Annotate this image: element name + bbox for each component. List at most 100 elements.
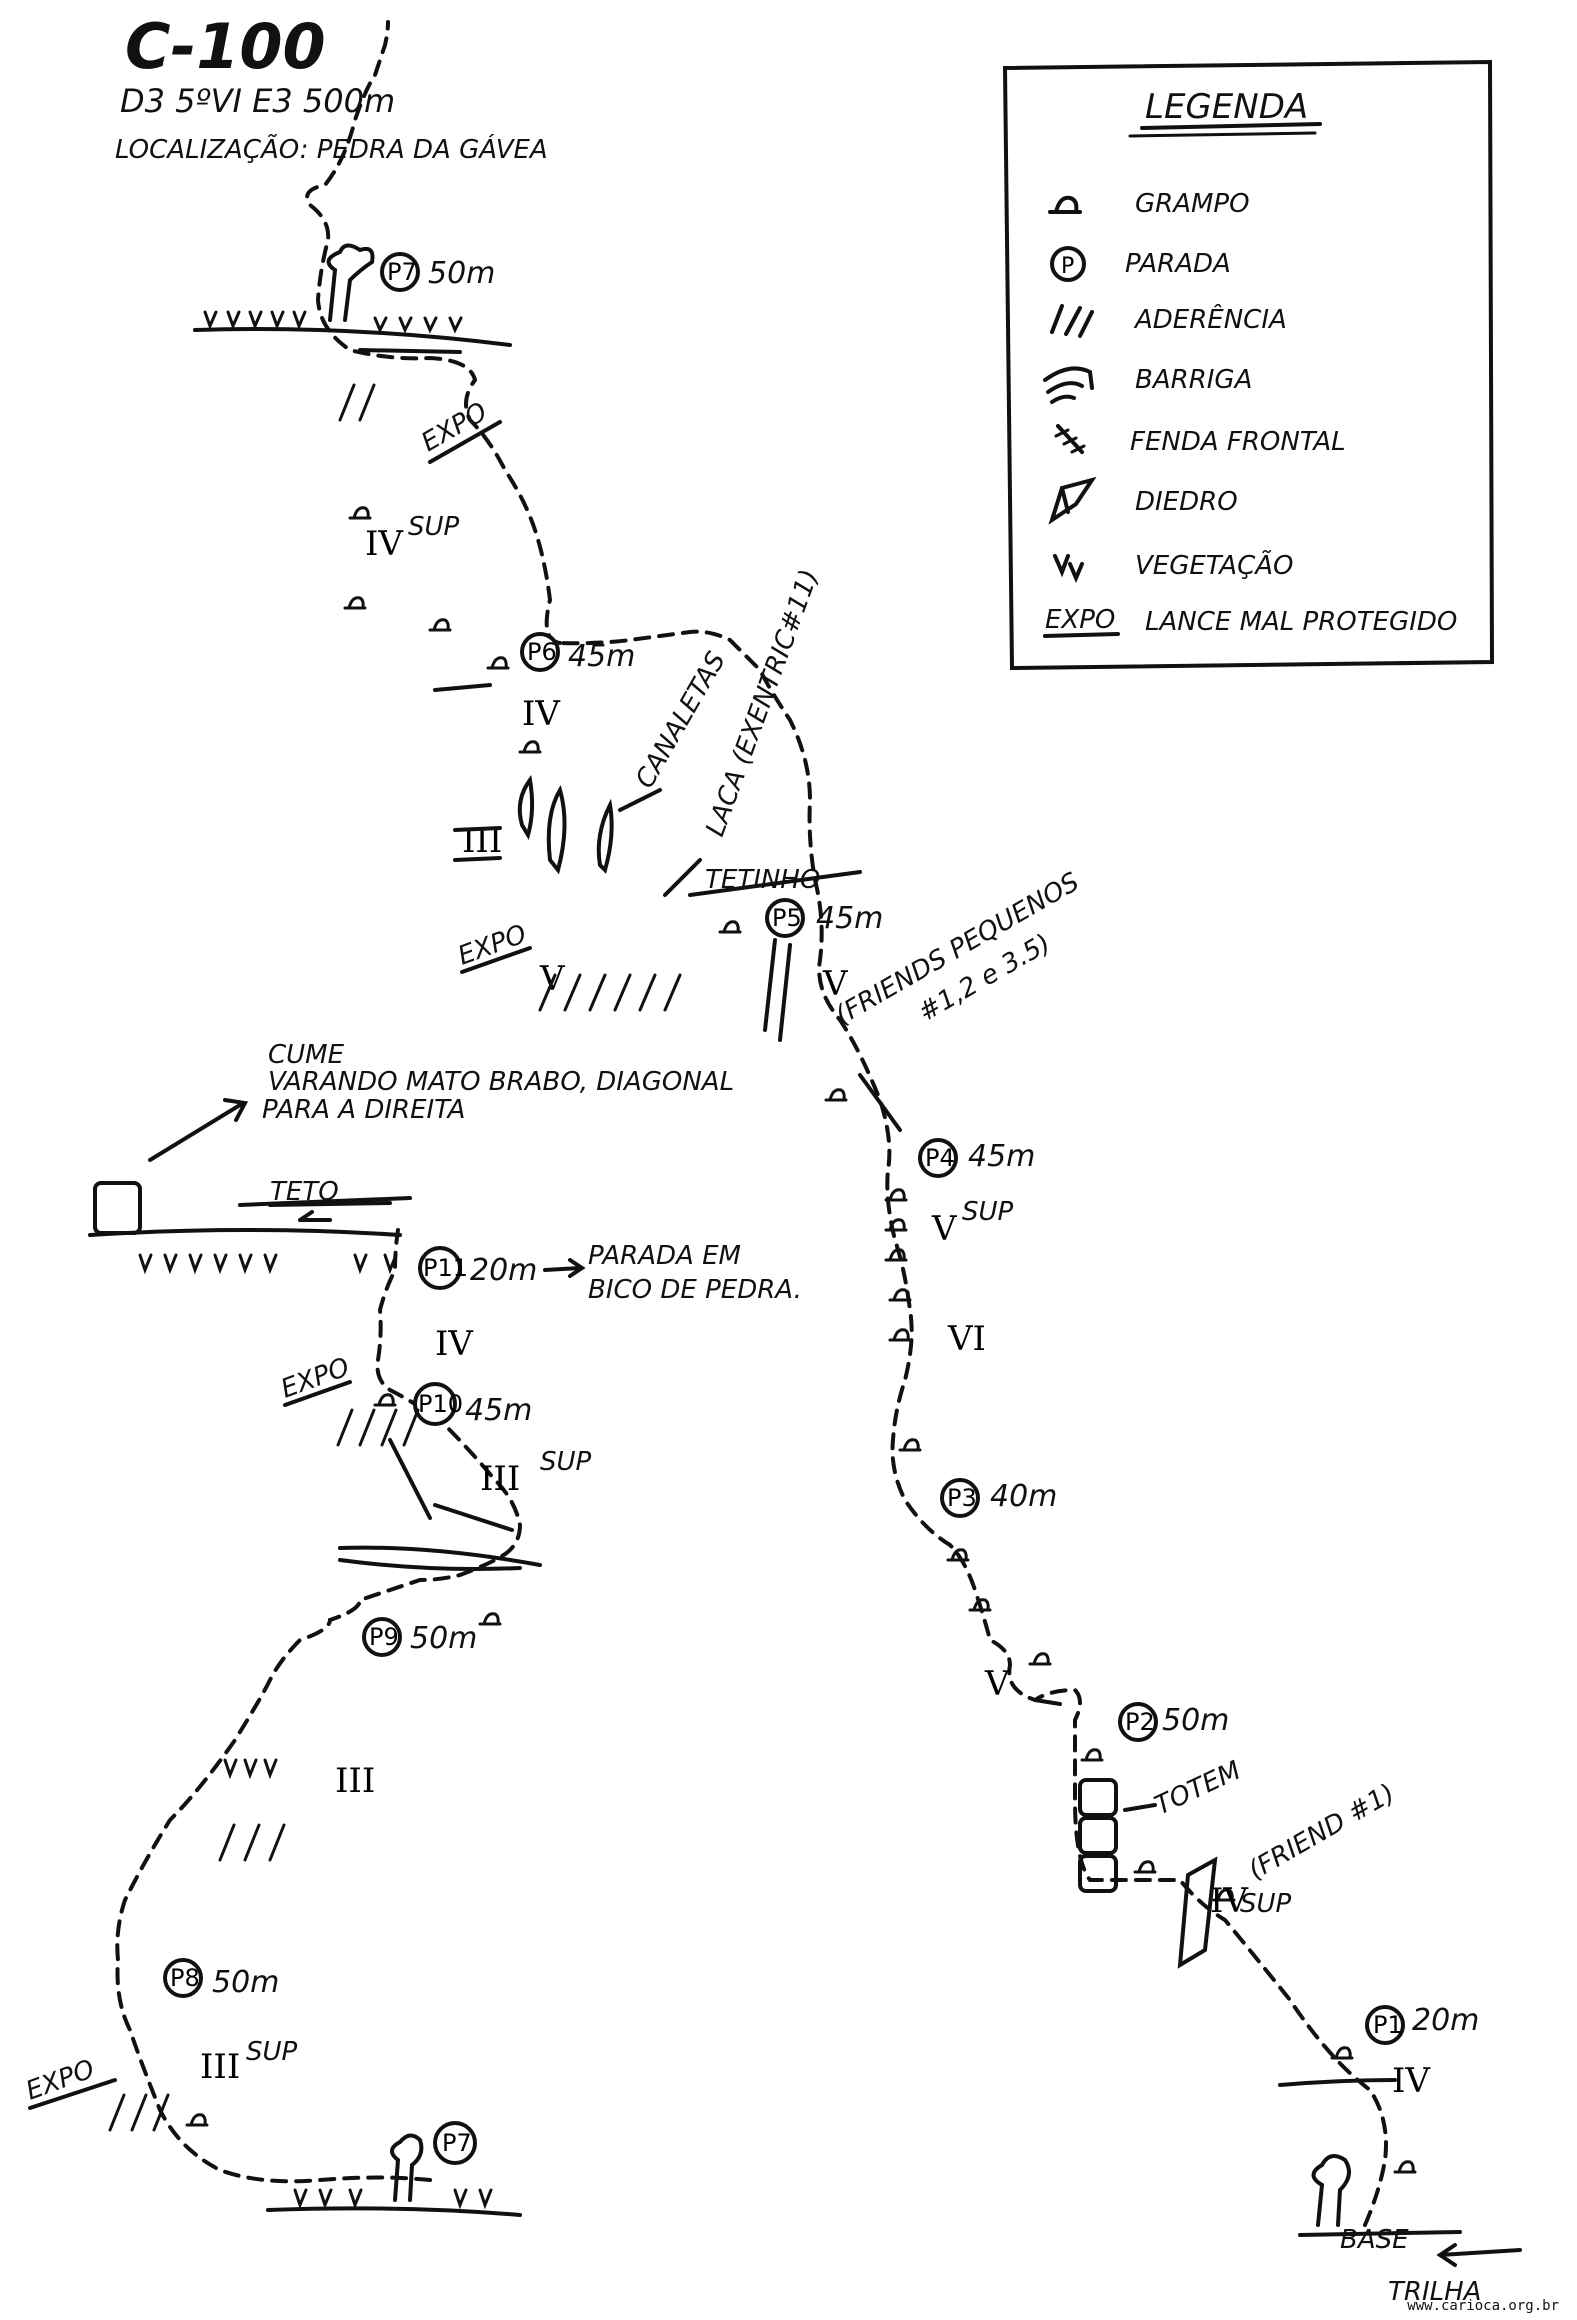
grade-p4-suffix: SUP bbox=[962, 1197, 1014, 1227]
dihedral-icon bbox=[1048, 476, 1097, 525]
station-p3: P3 40m bbox=[940, 1478, 1057, 1518]
top-ledge-notch bbox=[358, 348, 462, 354]
annotation-cume-2: VARANDO MATO BRABO, DIAGONAL bbox=[268, 1067, 734, 1097]
expo-p8: EXPO bbox=[22, 2054, 117, 2110]
station-p7-bottom: P7 bbox=[433, 2121, 477, 2165]
svg-text:P6: P6 bbox=[527, 638, 557, 666]
legend-frame bbox=[1002, 59, 1495, 671]
grade-p6: IV bbox=[522, 694, 561, 734]
legend-label-grampo: GRAMPO bbox=[1135, 189, 1250, 219]
grade-top1: IV bbox=[365, 524, 404, 564]
svg-text:50m: 50m bbox=[212, 1965, 279, 2000]
crack-p5 bbox=[763, 938, 792, 1042]
legend-label-parada: PARADA bbox=[1125, 249, 1231, 279]
tree-bottom bbox=[390, 2133, 424, 2202]
bulge-icon bbox=[1043, 366, 1094, 404]
base-ground-line bbox=[1298, 2230, 1462, 2237]
legend: LEGENDA GRAMPO P PARADA ADERÊNCIA BARRIG… bbox=[1002, 59, 1495, 671]
grade-p2: IV bbox=[1210, 1881, 1249, 1921]
svg-text:P4: P4 bbox=[925, 1144, 955, 1172]
station-p9: P9 50m bbox=[362, 1617, 477, 1657]
grade-p11: IV bbox=[435, 1324, 474, 1364]
svg-text:40m: 40m bbox=[990, 1479, 1057, 1514]
arrow-trilha bbox=[1436, 2243, 1522, 2267]
svg-text:EXPO: EXPO bbox=[454, 919, 530, 971]
annotation-parada-1: PARADA EM bbox=[588, 1241, 741, 1271]
grade-vi: VI bbox=[947, 1319, 986, 1359]
station-p11: P11 20m bbox=[418, 1246, 537, 1290]
legend-label-fenda: FENDA FRONTAL bbox=[1130, 427, 1346, 457]
svg-text:P2: P2 bbox=[1125, 1708, 1155, 1736]
svg-text:P10: P10 bbox=[418, 1390, 463, 1418]
annotation-canaletas: CANALETAS bbox=[630, 647, 732, 794]
svg-text:45m: 45m bbox=[568, 639, 635, 674]
annotation-cume-1: CUME bbox=[268, 1040, 345, 1070]
vegetation-marks bbox=[138, 310, 493, 2210]
grade-p5: V bbox=[822, 964, 849, 1004]
vegetation-icon bbox=[1053, 554, 1084, 584]
expo-icon: EXPO bbox=[1043, 605, 1120, 638]
p1-ledge bbox=[1278, 2078, 1397, 2087]
svg-text:P1: P1 bbox=[1373, 2011, 1403, 2039]
svg-text:EXPO: EXPO bbox=[277, 1352, 353, 1404]
dihedral-p1 bbox=[1177, 1856, 1218, 1969]
station-p6: P6 45m bbox=[520, 632, 635, 674]
svg-text:20m: 20m bbox=[1412, 2003, 1479, 2038]
ramp-line-2 bbox=[433, 1503, 514, 1532]
teto-underline bbox=[268, 1201, 392, 1222]
tetinho-underline bbox=[688, 870, 862, 897]
svg-text:P3: P3 bbox=[947, 1484, 977, 1512]
annotation-teto: TETO bbox=[270, 1177, 339, 1207]
grade-p9: III bbox=[335, 1761, 375, 1801]
grade-p8-suffix: SUP bbox=[246, 2037, 298, 2067]
grade-p10-suffix: SUP bbox=[540, 1447, 592, 1477]
station-p10: P10 45m bbox=[413, 1382, 532, 1428]
svg-text:P7: P7 bbox=[442, 2129, 472, 2157]
svg-text:P9: P9 bbox=[369, 1623, 399, 1651]
station-p5: P5 45m bbox=[765, 898, 883, 938]
legend-label-barriga: BARRIGA bbox=[1135, 365, 1252, 395]
arrow-parada bbox=[543, 1258, 586, 1278]
legend-label-aderencia: ADERÊNCIA bbox=[1133, 303, 1287, 335]
svg-text:P8: P8 bbox=[170, 1964, 200, 1992]
dihedral-p6-3 bbox=[596, 798, 614, 874]
belay-station-icon: P bbox=[1050, 246, 1086, 282]
route-location-line: LOCALIZAÇÃO: PEDRA DA GÁVEA bbox=[115, 133, 548, 165]
flake-p10-2 bbox=[338, 1558, 522, 1571]
station-p1: P1 20m bbox=[1365, 2003, 1479, 2045]
flake-p10 bbox=[338, 1545, 542, 1567]
station-p7-top: P7 50m bbox=[380, 252, 495, 292]
legend-label-expo: LANCE MAL PROTEGIDO bbox=[1145, 607, 1457, 637]
grade-below-p2: V bbox=[984, 1664, 1011, 1704]
dihedral-p6 bbox=[517, 775, 535, 841]
arrow-laca bbox=[663, 858, 702, 897]
grade-p4: V bbox=[931, 1209, 958, 1249]
route-line-p7-to-p11 bbox=[115, 1228, 523, 2184]
svg-text:45m: 45m bbox=[968, 1139, 1035, 1174]
svg-text:EXPO: EXPO bbox=[1045, 605, 1115, 635]
arrow-canaletas bbox=[618, 788, 662, 812]
expo-p5: EXPO bbox=[454, 919, 532, 974]
p6-ledge bbox=[433, 683, 492, 692]
credit-url: www.carioca.org.br bbox=[1407, 2298, 1559, 2314]
p2-ledge bbox=[1033, 1698, 1062, 1706]
tree-base bbox=[1311, 2154, 1351, 2227]
svg-text:50m: 50m bbox=[428, 256, 495, 291]
annotation-friend1: (FRIEND #1) bbox=[1244, 1778, 1401, 1886]
annotation-trilha: TRILHA bbox=[1388, 2277, 1481, 2307]
station-p8: P8 50m bbox=[163, 1958, 279, 2000]
grade-p2-suffix: SUP bbox=[1240, 1889, 1292, 1919]
slab-marks bbox=[108, 383, 682, 2132]
grade-iii-left-bars bbox=[453, 826, 502, 862]
annotation-totem: TOTEM bbox=[1150, 1756, 1245, 1822]
tree-top bbox=[326, 243, 375, 322]
grade-p8: III bbox=[200, 2047, 240, 2087]
grade-p10: III bbox=[480, 1459, 520, 1499]
station-p4: P4 45m bbox=[918, 1138, 1035, 1178]
expo-top: EXPO bbox=[417, 397, 502, 464]
legend-label-vegetacao: VEGETAÇÃO bbox=[1135, 549, 1293, 581]
p4-flake bbox=[858, 1073, 902, 1132]
slab-icon bbox=[1050, 304, 1094, 338]
annotation-laca: LACA (EXENTRIC#11) bbox=[700, 566, 824, 841]
